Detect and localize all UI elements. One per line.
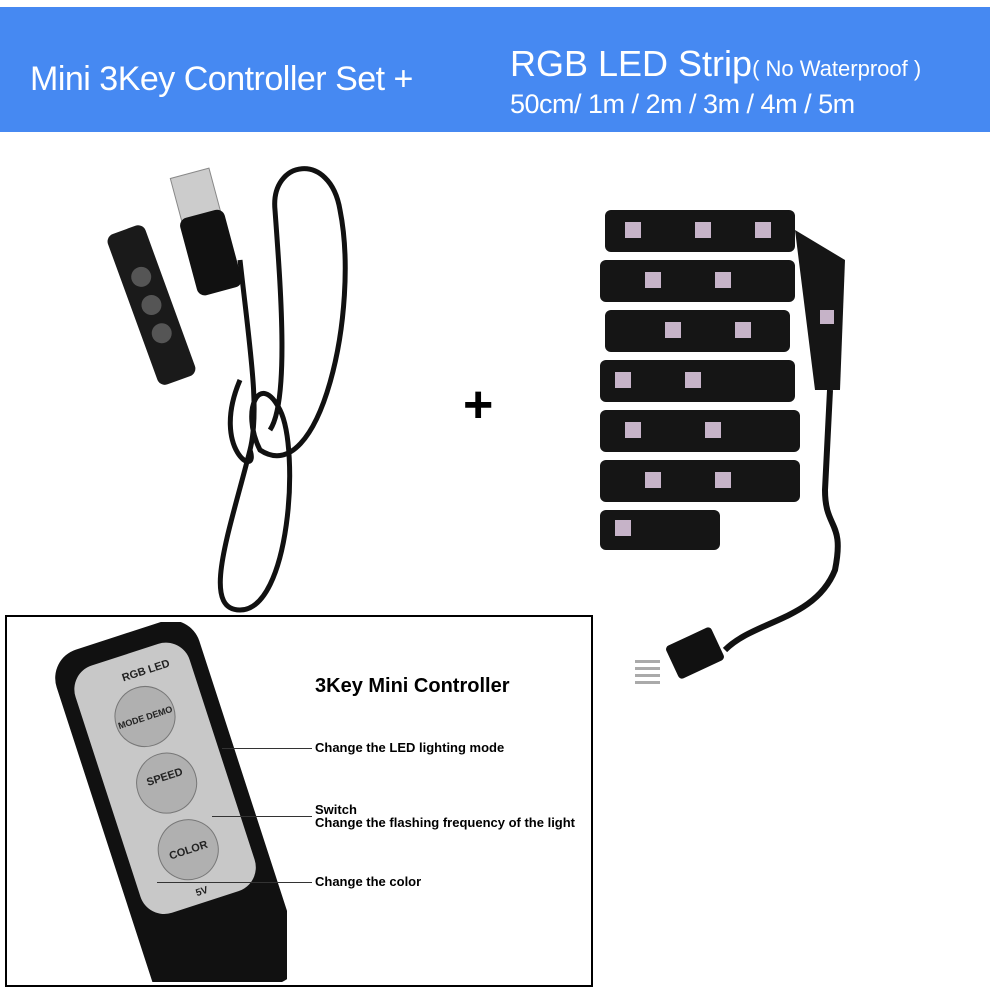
banner-length-options: 50cm/ 1m / 2m / 3m / 4m / 5m [510,89,855,119]
controller-closeup-image: RGB LED MODE DEMO SPEED COLOR 5V [55,622,287,982]
color-button [157,819,219,881]
controller-detail-panel: RGB LED MODE DEMO SPEED COLOR 5V 3Key Mi… [5,615,593,987]
speed-pointer-line [212,816,312,817]
header-banner: Mini 3Key Controller Set + RGB LED Strip… [0,7,990,132]
voltage-marking: 5V [194,885,209,899]
mode-pointer-line [222,748,312,749]
led-strip-image [600,210,845,684]
strip-title: RGB LED Strip [510,43,753,84]
waterproof-note: ( No Waterproof ) [752,56,922,81]
plus-sign: + [463,376,494,434]
mode-button [114,686,176,748]
speed-button-label: Change the flashing frequency of the lig… [315,815,576,830]
banner-controller-set-text: Mini 3Key Controller Set + [30,60,413,98]
switch-label: Switch [315,802,357,817]
usb-controller-cable-image [107,166,348,613]
banner-strip-title: RGB LED Strip( No Waterproof ) [510,43,921,85]
mode-button-label: Change the LED lighting mode [315,740,505,755]
color-pointer-line [157,882,312,883]
detail-title: 3Key Mini Controller [315,675,510,697]
speed-button [136,752,198,814]
color-button-label: Change the color [315,874,422,889]
